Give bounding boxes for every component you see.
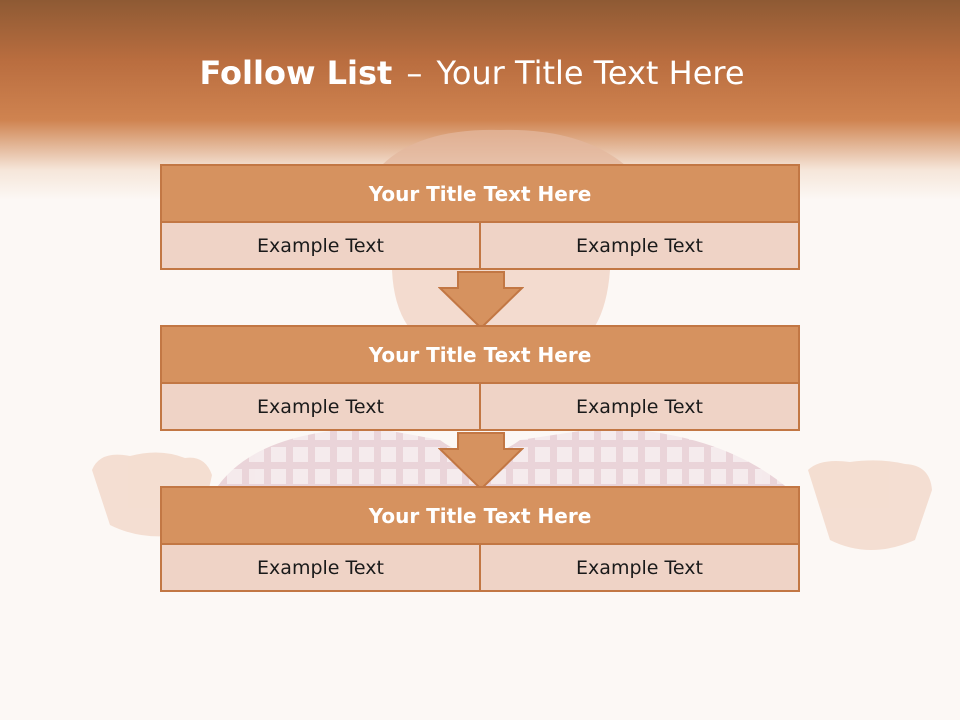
- block-row: Example Text Example Text: [162, 384, 798, 429]
- block-title: Your Title Text Here: [162, 327, 798, 384]
- down-arrow-icon: [438, 432, 524, 491]
- block-cell-left: Example Text: [257, 556, 384, 579]
- block-title: Your Title Text Here: [162, 166, 798, 223]
- slide-title: Follow List– Your Title Text Here: [0, 54, 944, 92]
- block-row: Example Text Example Text: [162, 223, 798, 268]
- slide-title-rest: Your Title Text Here: [436, 54, 745, 92]
- block-cell-right: Example Text: [479, 384, 798, 429]
- slide-title-bold: Follow List: [199, 54, 393, 92]
- block-cell-left: Example Text: [257, 395, 384, 418]
- list-block-3: Your Title Text Here Example Text Exampl…: [160, 486, 800, 592]
- list-block-2: Your Title Text Here Example Text Exampl…: [160, 325, 800, 431]
- block-cell-right: Example Text: [479, 545, 798, 590]
- slide-title-dash: –: [406, 54, 423, 92]
- block-row: Example Text Example Text: [162, 545, 798, 590]
- block-cell-left: Example Text: [257, 234, 384, 257]
- list-block-1: Your Title Text Here Example Text Exampl…: [160, 164, 800, 270]
- block-title: Your Title Text Here: [162, 488, 798, 545]
- down-arrow-icon: [438, 271, 524, 330]
- block-cell-right: Example Text: [479, 223, 798, 268]
